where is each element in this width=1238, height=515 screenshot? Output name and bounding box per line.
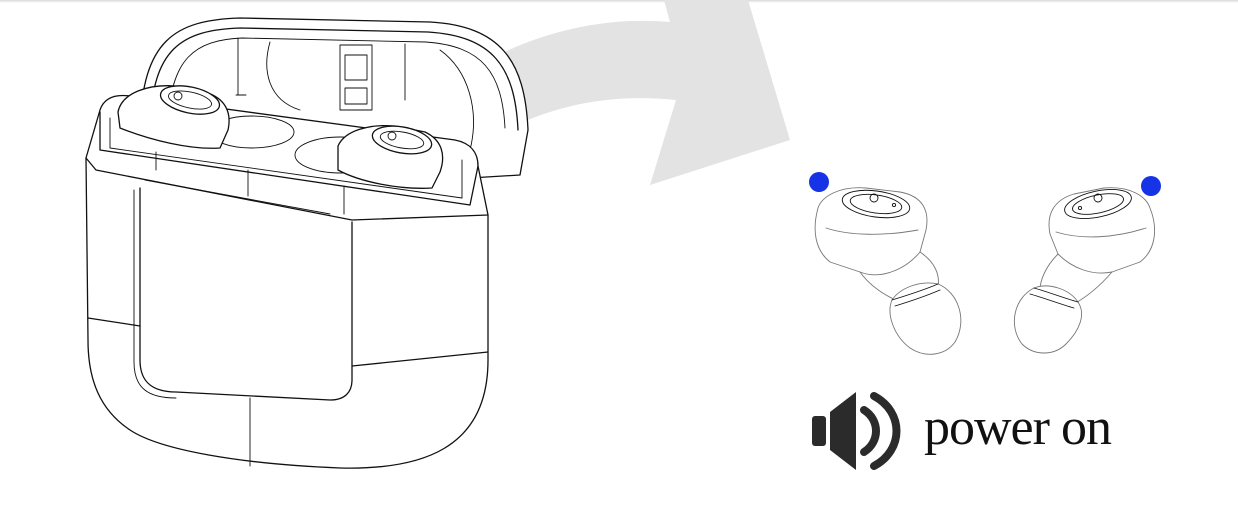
top-divider <box>0 0 1238 3</box>
charging-case-open-with-earbuds-icon <box>85 17 529 469</box>
earbud-left-icon <box>814 187 962 355</box>
speaker-sound-icon <box>812 392 901 470</box>
curved-arrow-icon <box>440 0 790 185</box>
indicator-light-right <box>1141 176 1161 196</box>
indicator-light-left <box>809 172 829 192</box>
power-on-caption: power on <box>924 399 1112 456</box>
earbud-right-icon <box>1013 187 1156 354</box>
